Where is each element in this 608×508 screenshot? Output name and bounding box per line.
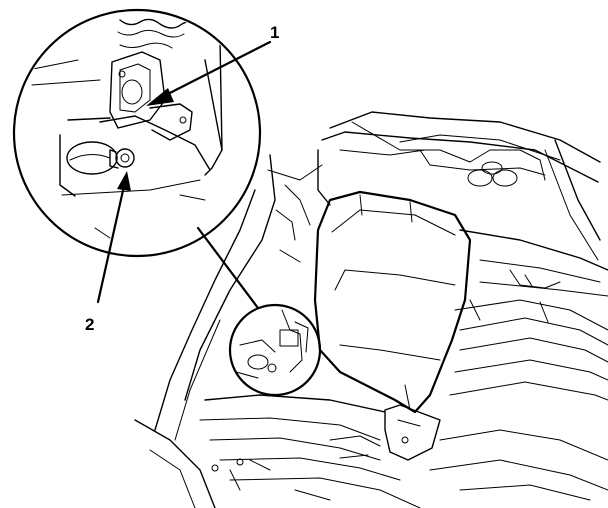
detail-leader-line — [196, 226, 260, 310]
detail-circle-large — [12, 8, 262, 258]
vehicle-interior-illustration — [134, 111, 608, 508]
callout-label-1: 1 — [270, 23, 279, 42]
callout-label-2: 2 — [85, 315, 94, 334]
callout-arrow-1 — [146, 40, 272, 106]
detail-circle-small — [228, 303, 322, 397]
callout-arrow-2 — [96, 171, 131, 304]
